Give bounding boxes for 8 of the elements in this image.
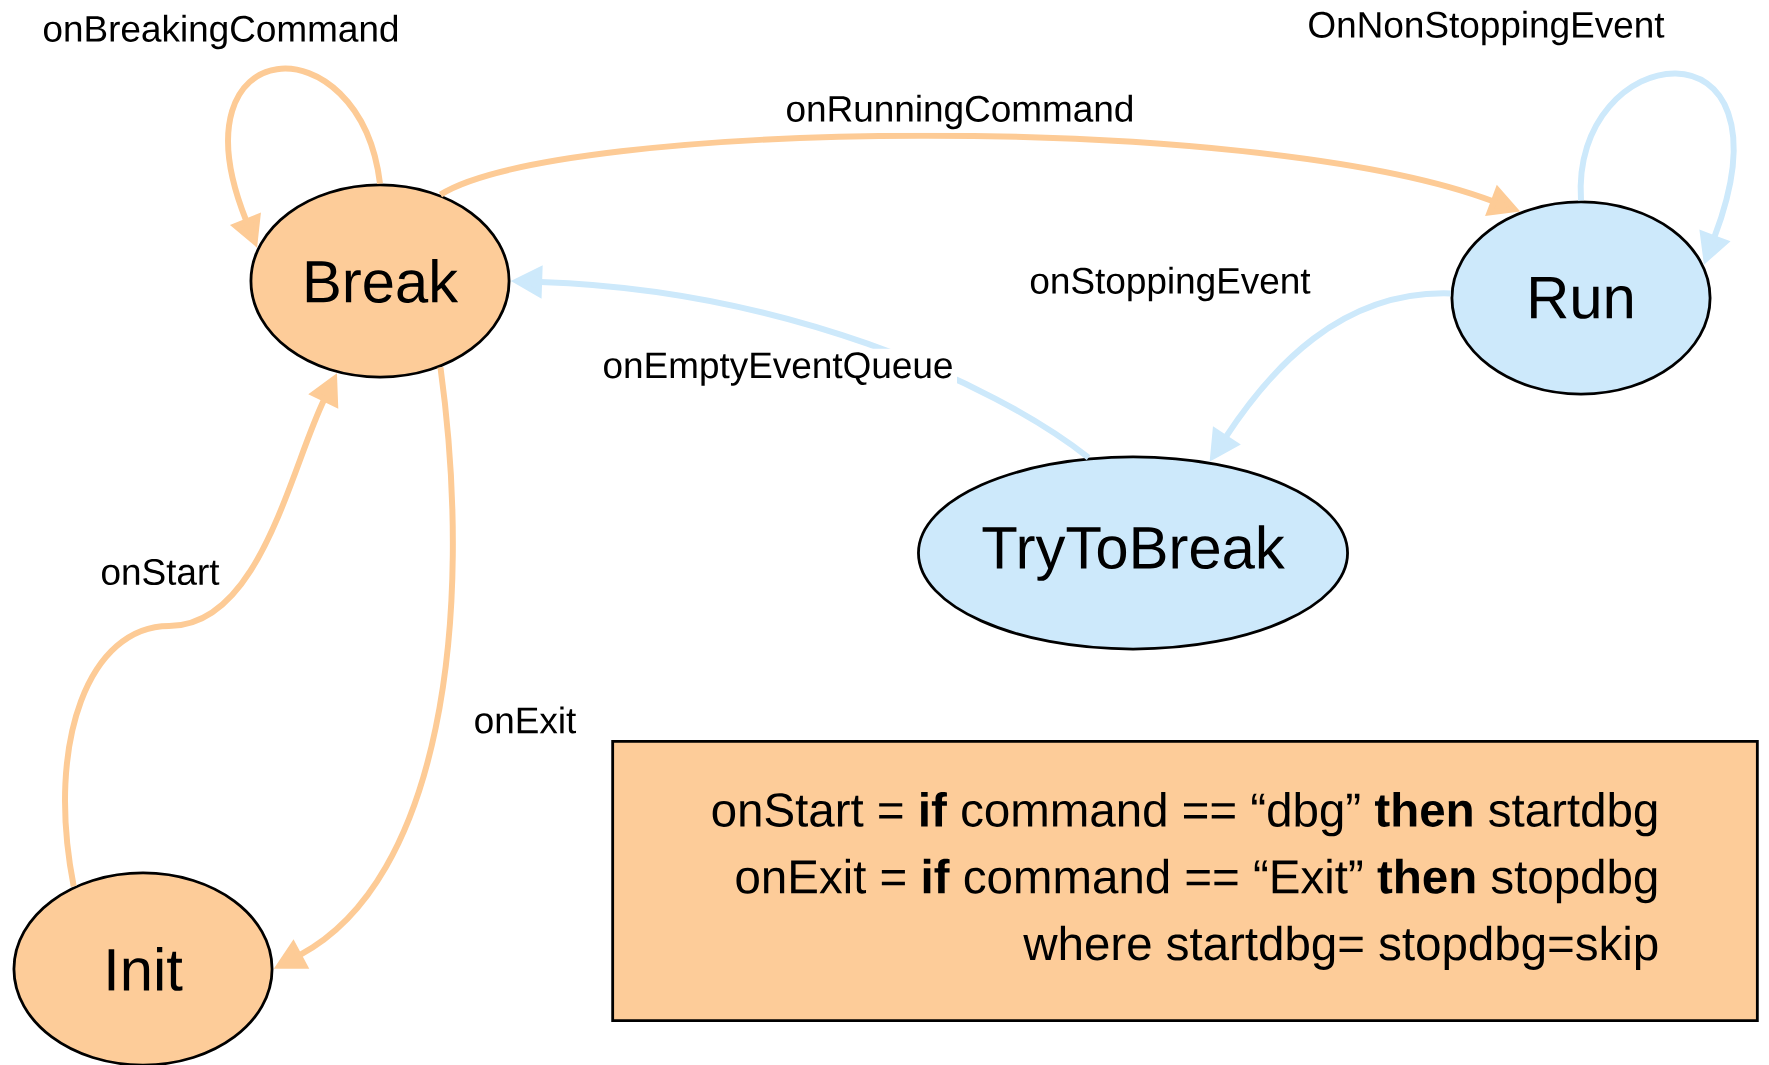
edge-label: onBreakingCommand — [38, 11, 404, 53]
edge-label: onRunningCommand — [782, 91, 1138, 133]
edge-label: onStoppingEvent — [1025, 263, 1315, 305]
note-box: onStart = if command == “dbg” then startdbg onExit = if command == “Exit” then stopdbg where startdbg= stopdbg=skip — [611, 740, 1759, 1022]
edge-label: onStart — [96, 555, 224, 589]
edge-label: onExit — [470, 702, 580, 738]
edge-label: onEmptyEventQueue — [599, 348, 957, 390]
edge-label: OnNonStoppingEvent — [1303, 7, 1669, 49]
